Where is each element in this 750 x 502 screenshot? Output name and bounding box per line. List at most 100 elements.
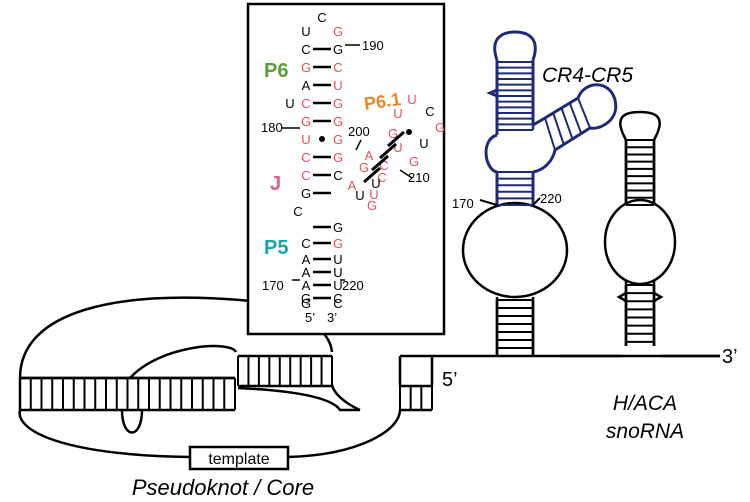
numbering-tick xyxy=(355,139,362,151)
nucleotide: G xyxy=(388,126,398,141)
nucleotide: U xyxy=(333,278,342,293)
nucleotide: G xyxy=(333,150,343,165)
nucleotide: C xyxy=(301,96,310,111)
base-pair-rung xyxy=(560,107,574,140)
nucleotide: C xyxy=(333,296,342,311)
nucleotide: G xyxy=(301,114,311,129)
nucleotide: G xyxy=(301,186,311,201)
nucleotide: C xyxy=(333,291,342,306)
nucleotide: U xyxy=(301,24,310,39)
nucleotide: G xyxy=(333,24,343,39)
inset-220-label: 220 xyxy=(342,278,364,293)
nucleotide: G xyxy=(435,120,445,135)
nucleotide: G xyxy=(301,296,311,311)
nucleotide: G xyxy=(333,236,343,251)
nucleotide: C xyxy=(333,60,342,75)
nucleotide: U xyxy=(301,132,310,147)
base-pair-rung xyxy=(568,102,583,134)
h-aca-label-line1: H/ACA xyxy=(613,392,677,415)
nucleotide: G xyxy=(367,198,377,213)
end-5-label: 5’ xyxy=(442,369,458,391)
pseudoknot-stem-top xyxy=(237,354,333,388)
cr4cr5-core-loop xyxy=(461,201,569,299)
nucleotide: G xyxy=(333,96,343,111)
nucleotide: U xyxy=(393,140,402,155)
pseudoknot-lower-loop xyxy=(18,409,191,459)
nucleotide: U xyxy=(369,187,378,202)
base-pair-dash xyxy=(379,142,397,160)
inset-200-label: 200 xyxy=(348,124,370,139)
cr4cr5-top-stem xyxy=(495,61,535,131)
h-aca-loop xyxy=(603,198,677,286)
inset-3prime-label: 3’ xyxy=(327,310,337,325)
nucleotide: A xyxy=(302,252,311,267)
template-label: template xyxy=(208,451,269,468)
nucleotide: C xyxy=(379,158,388,173)
nucleotide: U xyxy=(393,106,402,121)
inset-box xyxy=(246,2,446,336)
wobble-dot xyxy=(406,129,412,135)
base-pair-dash xyxy=(363,166,381,184)
nucleotide: A xyxy=(302,78,311,93)
nucleotide: G xyxy=(333,114,343,129)
pseudoknot-stem-right xyxy=(399,384,433,412)
base-pair-dash xyxy=(387,130,405,148)
numbering-tick xyxy=(399,169,413,179)
nucleotide: C xyxy=(317,10,326,25)
nucleotide: U xyxy=(419,136,428,151)
nucleotide: C xyxy=(301,168,310,183)
nucleotide: A xyxy=(348,178,357,193)
nucleotide: G xyxy=(301,291,311,306)
inset-j-label: J xyxy=(270,173,281,195)
inset-base-pairs xyxy=(282,44,413,300)
nucleotide: U xyxy=(333,265,342,280)
cr4cr5-side-hairpin xyxy=(576,83,618,130)
cr4cr5-side-stem xyxy=(544,97,591,151)
base-pair-rung xyxy=(577,97,591,129)
nucleotide: C xyxy=(301,150,310,165)
nucleotide: U xyxy=(285,96,294,111)
pseudoknot-stem-left xyxy=(19,376,236,412)
base-pair-rung xyxy=(552,112,565,145)
end-3-label: 3’ xyxy=(722,346,738,368)
nucleotide: G xyxy=(333,220,343,235)
base-pair-rung xyxy=(544,117,556,151)
nucleotide: U xyxy=(333,78,342,93)
nucleotide: C xyxy=(293,204,302,219)
h-aca-snorna xyxy=(603,110,677,356)
cr4cr5-170-label: 170 xyxy=(452,196,474,211)
h-aca-top-stem xyxy=(624,139,656,206)
h-aca-label-line2: snoRNA xyxy=(606,420,684,443)
cr4cr5-lower-stem xyxy=(495,299,535,357)
template-box xyxy=(188,445,290,471)
inset-170-label: 170 xyxy=(262,278,284,293)
nucleotide: C xyxy=(301,236,310,251)
h-aca-top-loop xyxy=(619,110,661,141)
nucleotide: U xyxy=(355,188,364,203)
nucleotide: C xyxy=(425,104,434,119)
nucleotide: C xyxy=(333,168,342,183)
inset-180-label: 180 xyxy=(261,120,283,135)
inset-5prime-label: 5’ xyxy=(305,310,315,325)
cr4cr5-mid-stem xyxy=(495,171,535,206)
nucleotide: U xyxy=(333,252,342,267)
wobble-dot xyxy=(319,136,325,142)
nucleotide: G xyxy=(333,132,343,147)
nucleotide: C xyxy=(301,42,310,57)
nucleotide: U xyxy=(371,176,380,191)
nucleotide: G xyxy=(301,60,311,75)
pseudoknot-core-label: Pseudoknot / Core xyxy=(132,475,314,500)
inset-190-label: 190 xyxy=(362,38,384,53)
inset-p5-label: P5 xyxy=(264,237,288,259)
cr4cr5-220-label: 220 xyxy=(540,191,562,206)
nucleotide: U xyxy=(407,92,416,107)
base-pair-dash xyxy=(371,154,389,172)
nucleotide: G xyxy=(359,160,369,175)
cr4cr5-label: CR4-CR5 xyxy=(542,64,633,87)
nucleotide: G xyxy=(333,42,343,57)
inset-p6-label: P6 xyxy=(264,60,288,82)
h-aca-lower-stem xyxy=(624,284,656,351)
